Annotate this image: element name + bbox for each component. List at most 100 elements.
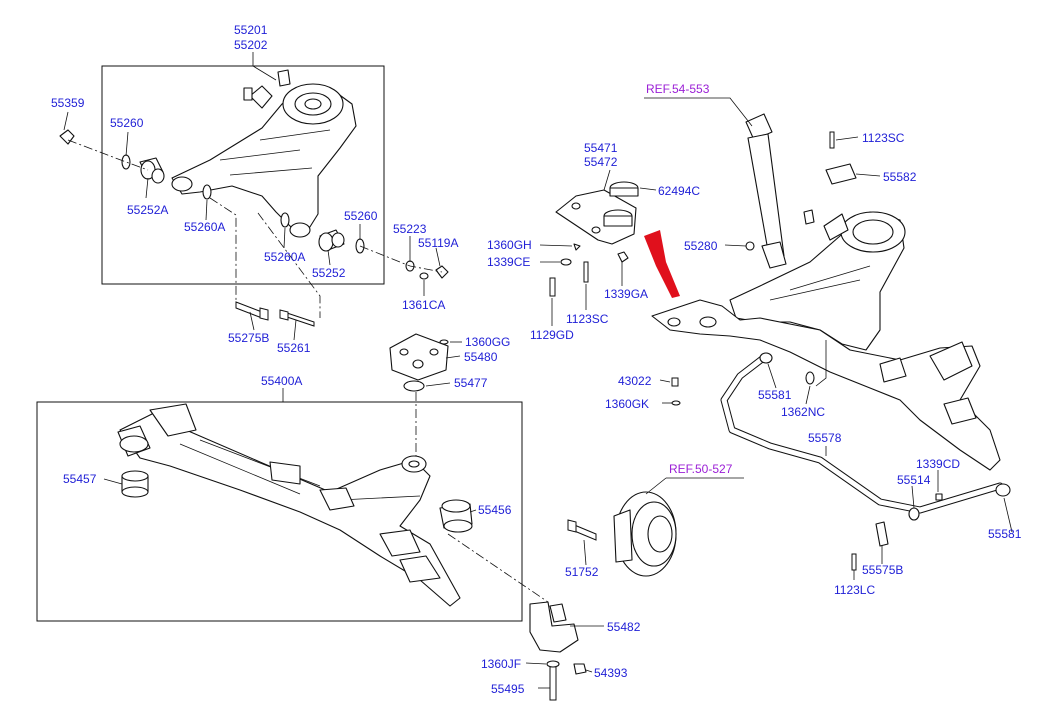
bracket-55482 <box>529 601 579 653</box>
label-1123SC-b: 1123SC <box>862 131 905 145</box>
label-55495: 55495 <box>491 682 525 696</box>
washer-1360JF <box>546 660 560 668</box>
label-55456: 55456 <box>478 503 512 517</box>
label-55477: 55477 <box>454 376 488 390</box>
bushing-55252 <box>318 229 345 252</box>
mount-bracket-55480 <box>389 333 449 381</box>
nut-54393 <box>573 663 587 675</box>
label-55280: 55280 <box>684 239 718 253</box>
label-55252: 55252 <box>312 266 346 280</box>
bushing-55581-right <box>995 483 1011 497</box>
stabilizer-bar <box>721 353 1003 513</box>
washer-55260A-left <box>202 184 212 200</box>
label-55275B: 55275B <box>228 331 269 345</box>
bolt-55261 <box>279 309 315 327</box>
label-1360GK: 1360GK <box>605 397 649 411</box>
hub-bolt-51752 <box>567 519 597 541</box>
label-55514: 55514 <box>897 473 931 487</box>
leader-lines <box>63 52 1013 689</box>
label-55471: 55471 <box>584 141 618 155</box>
subframe-right <box>651 299 1001 471</box>
label-1339CD: 1339CD <box>916 457 960 471</box>
label-55252A: 55252A <box>127 203 168 217</box>
ref-54-553: REF.54-553 <box>646 82 710 96</box>
label-1339CE: 1339CE <box>487 255 530 269</box>
washer-55260-upper <box>121 154 131 170</box>
label-55575B: 55575B <box>862 563 903 577</box>
clip-1362NC <box>805 371 815 385</box>
label-55119A: 55119A <box>418 236 458 250</box>
washer-55260A-right <box>280 212 290 228</box>
label-1361CA: 1361CA <box>402 298 445 312</box>
part-labels: 55201 55202 55359 55260 55252A 55260A 55… <box>51 23 1022 696</box>
label-55202: 55202 <box>234 38 268 52</box>
bolt-55495 <box>549 663 557 701</box>
label-62494C: 62494C <box>658 184 700 198</box>
label-55201: 55201 <box>234 23 268 37</box>
label-55578: 55578 <box>808 431 842 445</box>
bracket-55575B <box>875 521 889 547</box>
washer-1360GK <box>671 400 681 406</box>
label-55581-left: 55581 <box>758 388 792 402</box>
label-55457: 55457 <box>63 472 97 486</box>
nut-1339GA <box>617 251 629 263</box>
bumper-lower <box>603 209 633 227</box>
bolt-1129GD <box>549 277 556 297</box>
ref-50-527: REF.50-527 <box>669 462 733 476</box>
label-1360JF: 1360JF <box>481 657 521 671</box>
label-55400A: 55400A <box>261 374 302 388</box>
bracket-55471 <box>555 189 637 245</box>
washer-55477 <box>403 380 425 392</box>
nut-1339CD <box>935 493 943 501</box>
label-55260-lower: 55260 <box>344 209 378 223</box>
label-1362NC: 1362NC <box>781 405 825 419</box>
bumper-62494C <box>609 181 639 197</box>
rear-crossmember <box>117 403 461 607</box>
label-51752: 51752 <box>565 565 599 579</box>
label-55260A-right: 55260A <box>264 250 305 264</box>
crossmember-group-frame <box>36 401 523 622</box>
bushing-55456 <box>439 499 473 533</box>
label-1360GH: 1360GH <box>487 238 532 252</box>
bolt-1123SC-a <box>583 261 589 283</box>
label-54393: 54393 <box>594 666 628 680</box>
label-55581-right: 55581 <box>988 527 1022 541</box>
bushing-55252A <box>139 157 165 184</box>
label-1129GD: 1129GD <box>530 328 574 342</box>
label-55223: 55223 <box>393 222 427 236</box>
bolt-55275B <box>235 301 269 321</box>
label-1360GG: 1360GG <box>465 335 510 349</box>
label-43022: 43022 <box>618 374 652 388</box>
label-55472: 55472 <box>584 155 618 169</box>
nut-55359 <box>59 129 75 145</box>
bushing-55514 <box>908 507 920 521</box>
washer-1360GG <box>439 339 449 345</box>
clamp-55582 <box>825 163 857 185</box>
label-55480: 55480 <box>464 350 498 364</box>
label-55260-upper: 55260 <box>110 116 144 130</box>
wheel-hub <box>613 491 677 577</box>
washer-1361CA <box>419 272 429 280</box>
bolt-1123SC-b <box>829 131 835 149</box>
label-55482: 55482 <box>607 620 641 634</box>
label-1339GA: 1339GA <box>604 287 648 301</box>
bolt-1123LC <box>851 553 857 571</box>
label-1123LC: 1123LC <box>834 583 875 597</box>
lower-control-arm-left <box>171 69 357 238</box>
label-55582: 55582 <box>883 170 917 184</box>
red-direction-arrow <box>644 230 680 298</box>
bushing-55457 <box>121 470 149 498</box>
nut-1339CE <box>560 258 572 266</box>
lower-control-arm-right <box>729 209 906 351</box>
label-55359: 55359 <box>51 96 85 110</box>
label-55260A-left: 55260A <box>184 220 225 234</box>
label-55261: 55261 <box>277 341 311 355</box>
bolt-43022 <box>671 377 679 387</box>
lower-arm-group-frame <box>101 65 385 285</box>
washer-1360GH <box>573 243 581 251</box>
nut-55280 <box>745 241 755 251</box>
label-1123SC-a: 1123SC <box>566 312 609 326</box>
shock-absorber <box>745 113 787 269</box>
